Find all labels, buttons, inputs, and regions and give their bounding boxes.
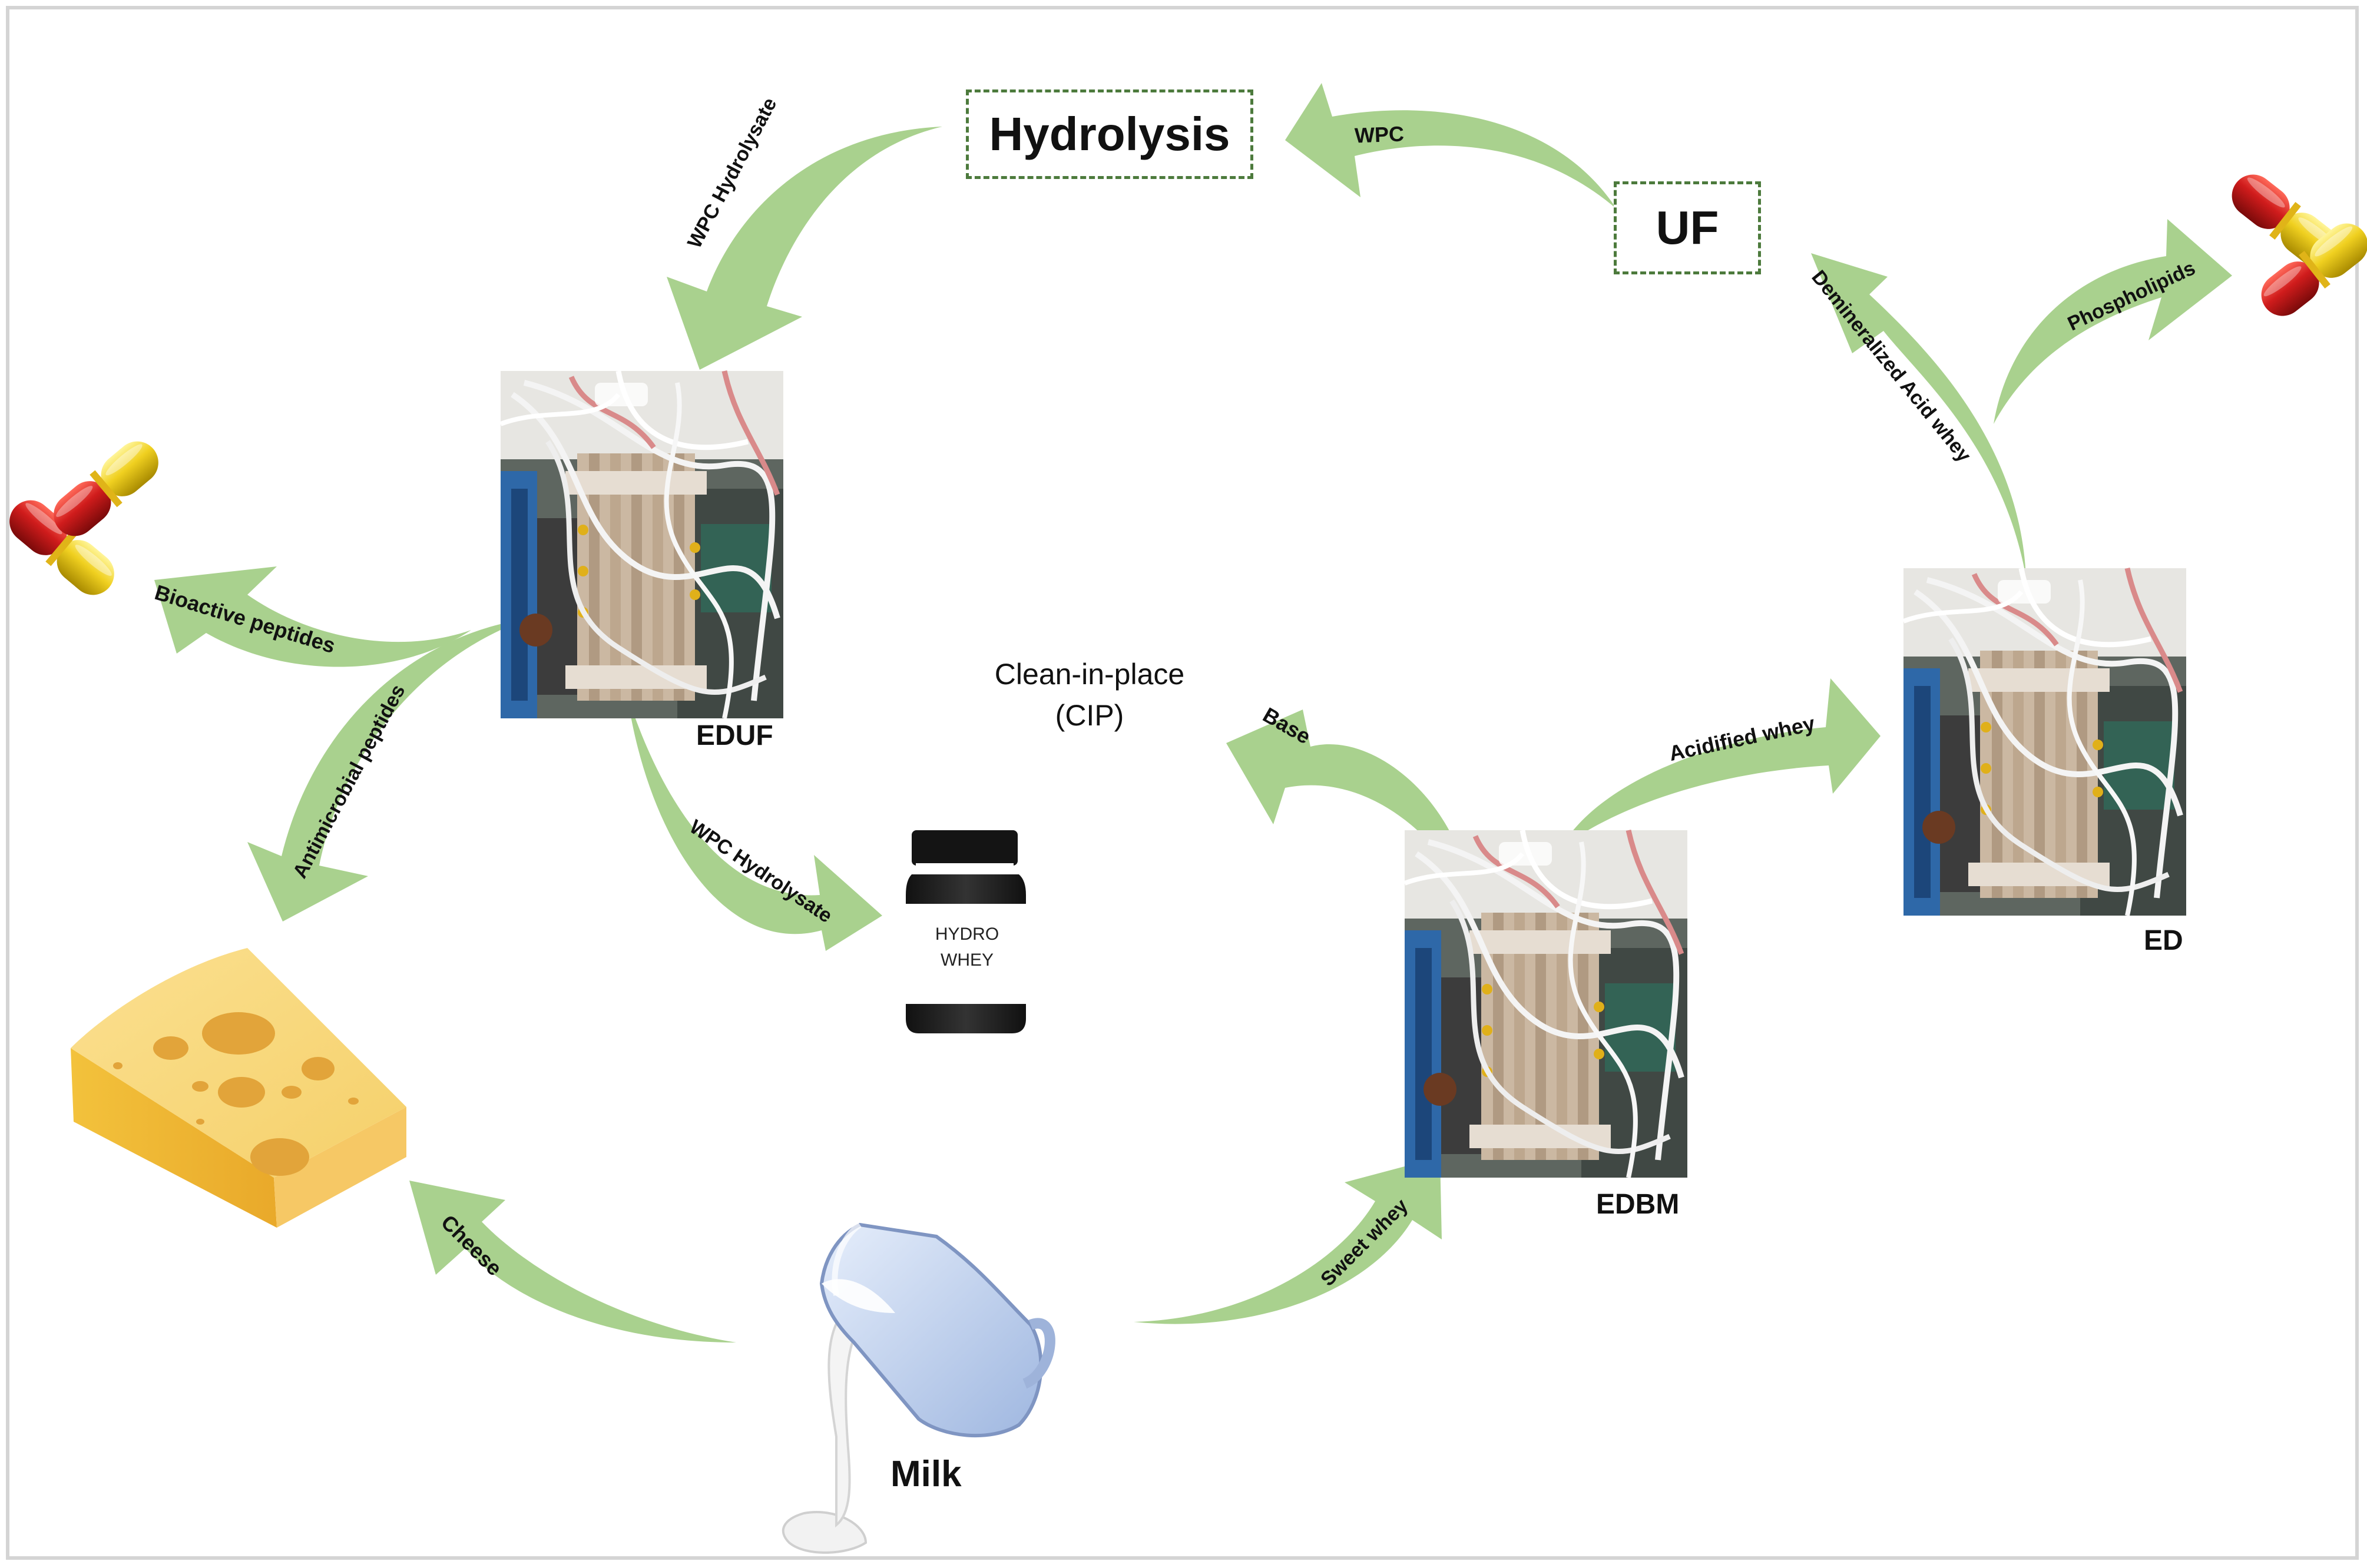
arrow-wpc-hydrolysate-bottom bbox=[627, 695, 882, 951]
hydrolysis-box: Hydrolysis bbox=[966, 89, 1253, 179]
arrow-label-wpc: WPC bbox=[1354, 121, 1405, 148]
eduf-device-photo bbox=[501, 371, 783, 718]
figure-border bbox=[6, 6, 2359, 1560]
arrow-phospholipids bbox=[1994, 219, 2232, 424]
uf-box: UF bbox=[1614, 181, 1761, 274]
arrow-antimicrobial-peptides bbox=[247, 618, 530, 921]
hydrolysis-label: Hydrolysis bbox=[989, 108, 1230, 160]
edbm-label: EDBM bbox=[1596, 1189, 1680, 1220]
uf-label: UF bbox=[1656, 201, 1719, 254]
capsule-left-2 bbox=[45, 432, 167, 545]
cheese-icon bbox=[71, 948, 406, 1228]
arrow-cheese bbox=[409, 1181, 736, 1342]
milk-pitcher-icon bbox=[782, 1222, 1055, 1554]
edbm-device-photo bbox=[1405, 830, 1687, 1178]
cip-label: Clean-in-place (CIP) bbox=[960, 654, 1219, 736]
arrow-base bbox=[1226, 710, 1472, 904]
cip-line-1: Clean-in-place bbox=[994, 658, 1185, 691]
hydro-whey-jar-icon bbox=[906, 830, 1026, 1033]
arrow-acidified-whey bbox=[1561, 678, 1881, 848]
cip-line-2: (CIP) bbox=[1055, 699, 1124, 732]
jar-label: HYDRO WHEY bbox=[907, 921, 1027, 973]
arrow-wpc bbox=[1285, 83, 1617, 209]
ed-device-photo bbox=[1903, 568, 2186, 916]
jar-label-line-2: WHEY bbox=[941, 950, 994, 970]
arrow-demineralized-acid-whey bbox=[1811, 253, 2026, 577]
eduf-label: EDUF bbox=[696, 720, 773, 751]
arrow-wpc-hydrolysate-top bbox=[667, 127, 942, 370]
ed-label: ED bbox=[2144, 925, 2183, 956]
jar-label-line-1: HYDRO bbox=[935, 924, 999, 944]
arrow-bioactive-peptides bbox=[154, 566, 471, 667]
arrow-sweet-whey bbox=[1134, 1157, 1442, 1324]
milk-label: Milk bbox=[890, 1454, 962, 1494]
